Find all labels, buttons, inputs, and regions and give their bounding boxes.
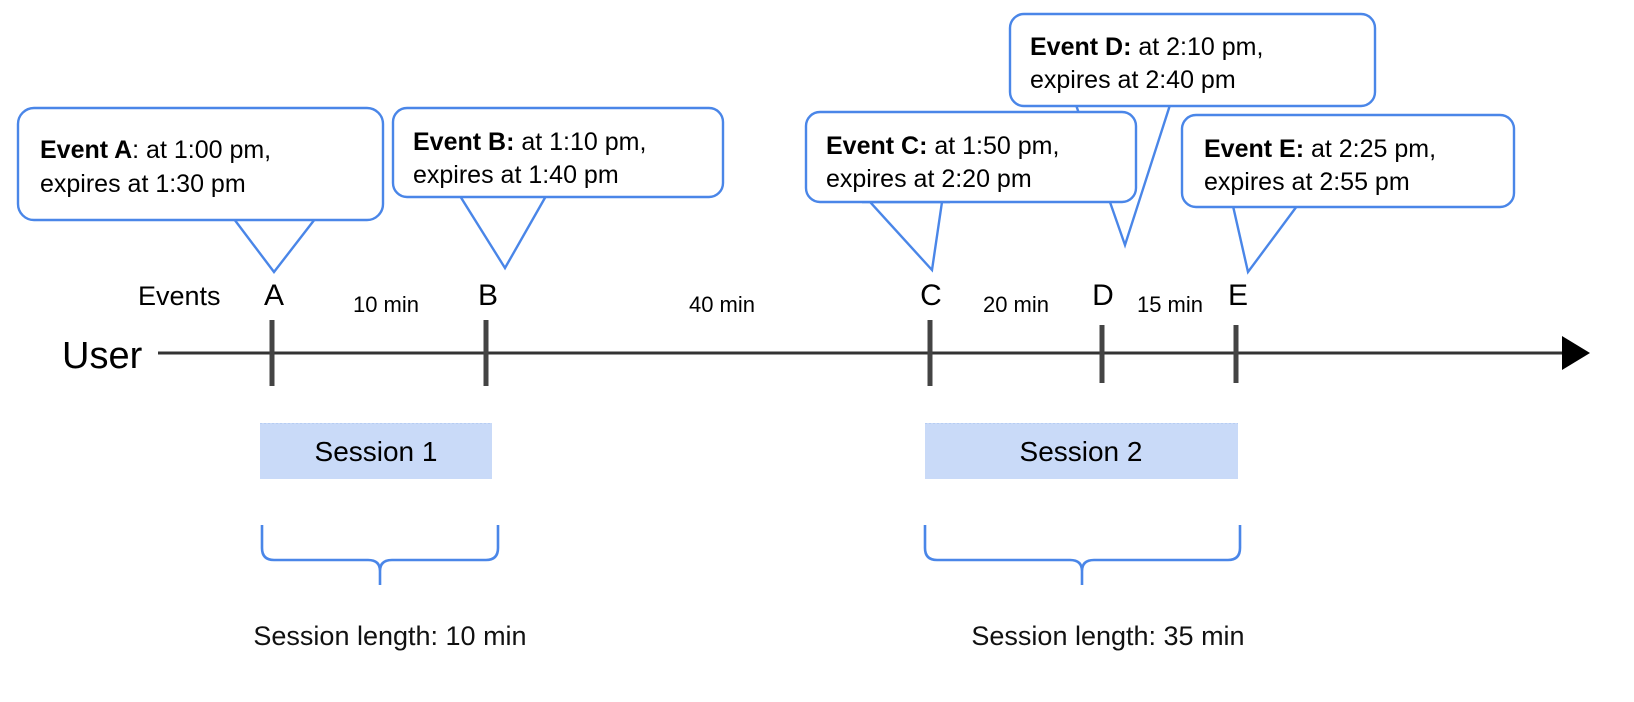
session-2-rect bbox=[925, 423, 1238, 479]
gap-label-d-e: 15 min bbox=[1137, 292, 1203, 317]
callout-text-event-d: Event D: at 2:10 pm, bbox=[1030, 33, 1263, 61]
callout-line1-rest-event-c: at 1:50 pm, bbox=[927, 132, 1059, 160]
callout-line1-rest-event-d: at 2:10 pm, bbox=[1131, 33, 1263, 61]
callout-text-event-c: Event C: at 1:50 pm, bbox=[826, 132, 1059, 160]
session-1-label: Session 1 bbox=[315, 436, 438, 467]
callout-lead-event-a: Event A bbox=[40, 136, 132, 164]
row-label-user: User bbox=[62, 335, 143, 377]
callout-line1-rest-event-e: at 2:25 pm, bbox=[1304, 135, 1436, 163]
session-2-label: Session 2 bbox=[1020, 436, 1143, 467]
callout-line2-event-e: expires at 2:55 pm bbox=[1204, 168, 1410, 196]
callout-text-event-a: Event A: at 1:00 pm, bbox=[40, 136, 271, 164]
callout-tail-event-b bbox=[452, 194, 554, 271]
event-letter-a: A bbox=[264, 279, 284, 312]
row-label-events: Events bbox=[138, 281, 221, 311]
gap-label-c-d: 20 min bbox=[983, 292, 1049, 317]
callout-line1-rest-event-b: at 1:10 pm, bbox=[514, 128, 646, 156]
callout-box-event-b bbox=[391, 106, 725, 199]
event-letter-b: B bbox=[478, 279, 498, 312]
callout-box-event-e bbox=[1180, 113, 1516, 209]
callout-sep-event-a: : bbox=[132, 136, 139, 164]
callout-tail-event-c bbox=[862, 200, 950, 273]
callout-lead-event-b: Event B: bbox=[413, 128, 514, 156]
callout-line1-rest-event-a: at 1:00 pm, bbox=[139, 136, 271, 164]
callout-line2-event-b: expires at 1:40 pm bbox=[413, 161, 619, 189]
callout-line2-event-a: expires at 1:30 pm bbox=[40, 170, 246, 198]
session-2-bar[interactable]: Session 2 bbox=[925, 423, 1238, 479]
callout-lead-event-e: Event E: bbox=[1204, 135, 1304, 163]
callout-text-event-e: Event E: at 2:25 pm, bbox=[1204, 135, 1436, 163]
event-letter-e: E bbox=[1228, 279, 1248, 312]
event-letter-d: D bbox=[1092, 279, 1114, 312]
callout-event-c: Event C: at 1:50 pm, expires at 2:20 pm bbox=[804, 110, 1138, 273]
session-2-length-label: Session length: 35 min bbox=[971, 621, 1244, 651]
session-1-rect bbox=[260, 423, 492, 479]
callout-tail-event-e bbox=[1225, 204, 1305, 275]
session-1-bar[interactable]: Session 1 bbox=[260, 423, 492, 479]
callout-line2-event-d: expires at 2:40 pm bbox=[1030, 66, 1236, 94]
callout-lead-event-c: Event C: bbox=[826, 132, 927, 160]
callout-event-e: Event E: at 2:25 pm, expires at 2:55 pm bbox=[1180, 113, 1516, 275]
callout-line2-event-c: expires at 2:20 pm bbox=[826, 165, 1032, 193]
callout-text-event-b: Event B: at 1:10 pm, bbox=[413, 128, 646, 156]
session-1-brace bbox=[260, 525, 500, 585]
callout-box-event-d bbox=[1008, 12, 1377, 108]
gap-label-a-b: 10 min bbox=[353, 292, 419, 317]
callout-event-b: Event B: at 1:10 pm, expires at 1:40 pm bbox=[391, 106, 725, 271]
callout-box-event-a bbox=[16, 106, 385, 222]
callout-box-event-c bbox=[804, 110, 1138, 204]
session-1-length-label: Session length: 10 min bbox=[253, 621, 526, 651]
callout-event-d: Event D: at 2:10 pm, expires at 2:40 pm bbox=[1008, 12, 1377, 249]
timeline-arrow-icon bbox=[1562, 336, 1590, 370]
callout-lead-event-d: Event D: bbox=[1030, 33, 1131, 61]
gap-label-b-c: 40 min bbox=[689, 292, 755, 317]
session-2-brace bbox=[923, 525, 1242, 585]
callout-tail-event-a bbox=[226, 217, 323, 274]
callout-event-a: Event A: at 1:00 pm, expires at 1:30 pm bbox=[16, 106, 385, 274]
event-letter-c: C bbox=[920, 279, 942, 312]
